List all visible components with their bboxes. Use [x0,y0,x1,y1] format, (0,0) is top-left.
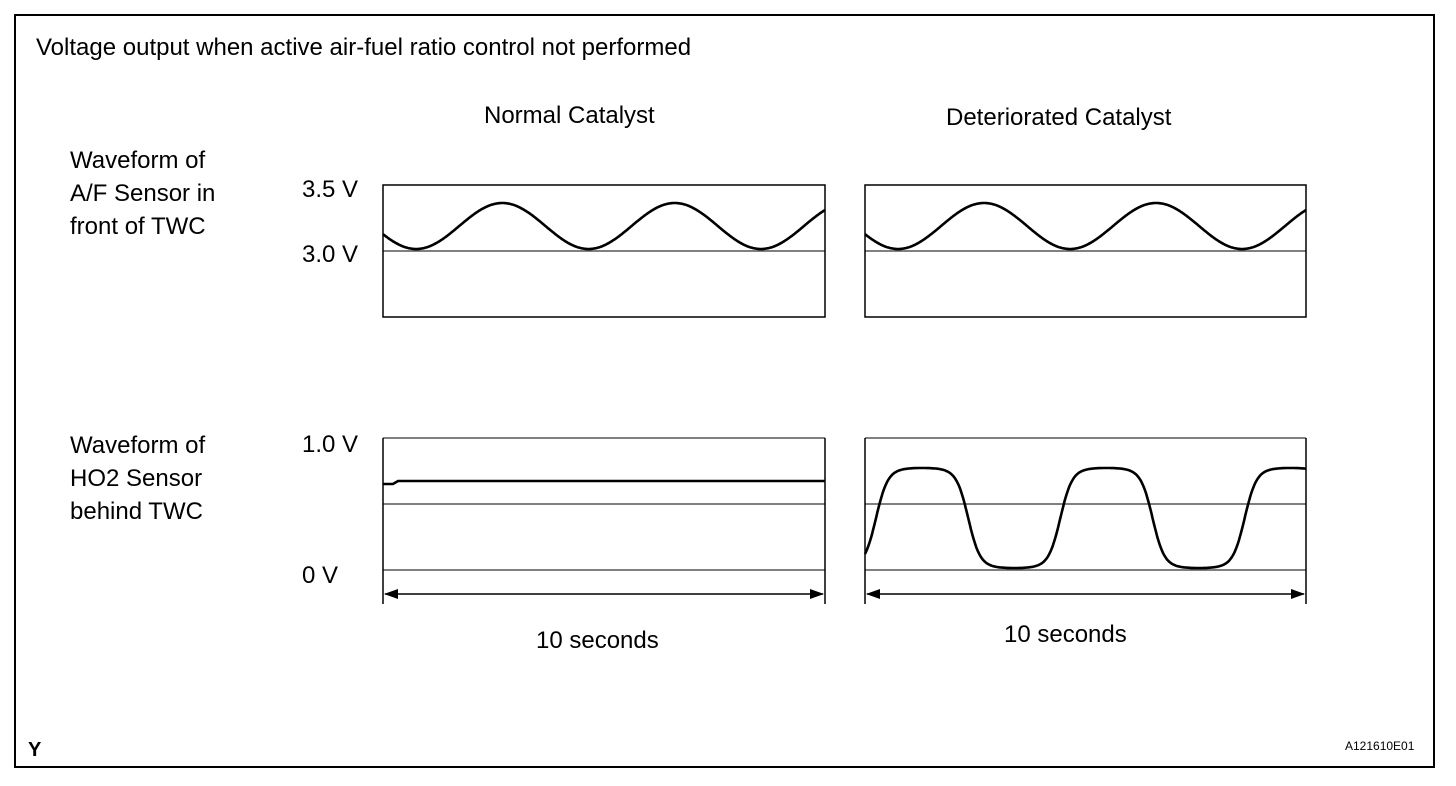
ho2-deteriorated-waveform [863,466,1307,570]
figure-code: A121610E01 [1345,739,1415,753]
column-heading-normal: Normal Catalyst [484,102,655,129]
duration-label-normal: 10 seconds [536,627,659,654]
ho2-normal-waveform [383,479,825,486]
ho2-tick-high: 1.0 V [302,431,359,458]
row-label-af-sensor: Waveform of A/F Sensor in front of TWC [70,147,216,240]
duration-label-deteriorated: 10 seconds [1004,621,1127,648]
ho2-tick-zero: 0 V [302,562,339,589]
figure-title: Voltage output when active air-fuel rati… [36,34,692,61]
af-tick-high: 3.5 V [302,176,359,203]
figure-frame [14,14,1435,768]
af-tick-low: 3.0 V [302,241,359,268]
corner-mark: Y [28,739,42,761]
af-deteriorated-waveform [864,201,1307,251]
row-label-ho2-sensor: Waveform of HO2 Sensor behind TWC [70,432,206,525]
af-normal-waveform [382,201,826,251]
column-heading-deteriorated: Deteriorated Catalyst [946,104,1172,131]
